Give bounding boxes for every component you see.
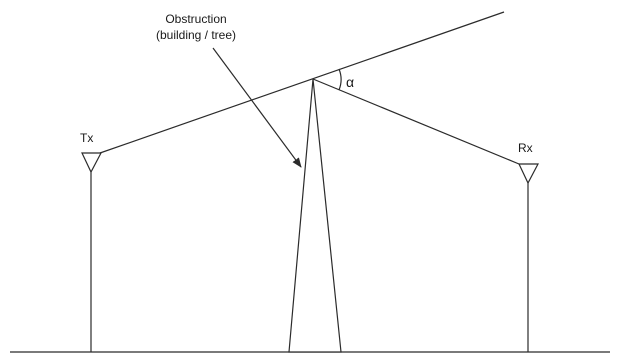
receiver-antenna <box>518 163 539 352</box>
transmitter-antenna-icon <box>81 152 102 174</box>
transmitter-antenna <box>81 152 102 352</box>
receiver-antenna-icon <box>518 163 539 185</box>
diffracted-ray-to-rx <box>312 78 520 165</box>
obstruction-label: Obstruction (building / tree) <box>140 11 252 43</box>
diffraction-angle-arc <box>338 68 342 91</box>
receiver-label: Rx <box>518 141 533 155</box>
tx-ray-extended <box>99 11 505 154</box>
transmitter-label: Tx <box>80 131 94 145</box>
obstruction-shape <box>288 78 342 353</box>
obstruction-pointer-arrow <box>212 47 302 168</box>
obstruction-label-line2: (building / tree) <box>155 28 237 42</box>
obstruction-label-line1: Obstruction <box>165 12 227 26</box>
angle-label: α <box>346 74 355 90</box>
